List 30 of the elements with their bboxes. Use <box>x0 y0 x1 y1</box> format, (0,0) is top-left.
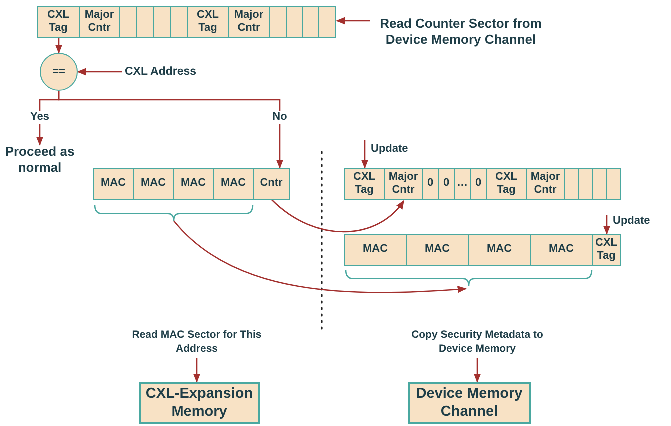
arrow <box>55 38 63 54</box>
memory-cell: … <box>455 169 471 199</box>
edge-label: Update <box>612 215 652 228</box>
edge-label: No <box>272 111 288 124</box>
curly-brace <box>345 270 593 286</box>
compare-circle: == <box>40 53 78 91</box>
memory-block: CXL-Expansion Memory <box>139 382 260 424</box>
curly-brace <box>94 205 254 221</box>
arrow <box>272 200 405 233</box>
arrow <box>58 91 284 169</box>
arrow <box>193 358 201 383</box>
memory-row <box>344 168 621 200</box>
memory-cell: CXL Tag <box>593 235 621 265</box>
arrow <box>603 215 611 235</box>
memory-block: Device Memory Channel <box>408 382 531 424</box>
annotation-text: Copy Security Metadata to Device Memory <box>395 328 560 356</box>
annotation-text: Read Counter Sector from Device Memory Channel <box>372 6 550 58</box>
arrow <box>336 17 370 25</box>
memory-row <box>93 168 290 200</box>
annotation-text: CXL Address <box>125 64 225 80</box>
edge-label: Update <box>370 143 410 156</box>
arrow <box>361 140 369 169</box>
annotation-text: Proceed as normal <box>2 145 78 175</box>
memory-row <box>37 6 336 38</box>
arrow <box>174 220 467 294</box>
arrow <box>474 358 482 383</box>
annotation-text: Read MAC Sector for This Address <box>122 328 272 356</box>
edge-label: Yes <box>30 111 50 124</box>
arrow <box>77 68 122 76</box>
memory-row <box>344 234 621 266</box>
